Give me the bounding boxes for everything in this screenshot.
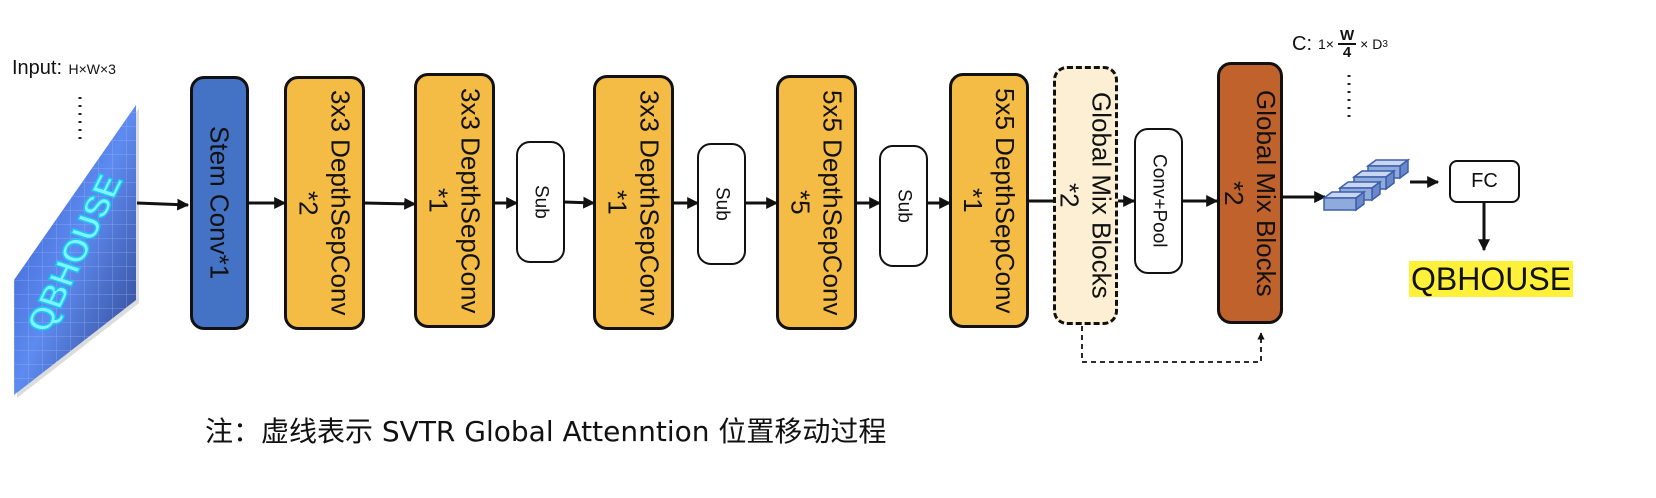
output-text: QBHOUSE <box>1409 261 1574 297</box>
arrow-ds1-ds2 <box>363 197 417 210</box>
global-mix-block: Global Mix Blocks *2 <box>1217 62 1283 324</box>
fraction: W 4 <box>1337 27 1357 61</box>
sub-block-3: Sub <box>879 145 928 267</box>
input-image: QBHOUSE <box>14 105 139 398</box>
arrow-input-stem <box>136 198 190 211</box>
sub-block-1: Sub <box>516 141 565 263</box>
sub-block-2: Sub <box>697 143 746 265</box>
stem-conv-block: Stem Conv*1 <box>190 76 249 330</box>
input-label: Input: H×W×3 <box>12 57 116 79</box>
depthsep-block-2: 3x3 DepthSepConv *1 <box>414 73 495 328</box>
conv-pool-block: Conv+Pool <box>1134 128 1183 274</box>
arrow-sub1-ds3 <box>563 196 596 209</box>
depthsep-block-1: 3x3 DepthSepConv *2 <box>284 76 365 330</box>
global-mix-block-dashed: Global Mix Blocks *2 <box>1053 66 1118 325</box>
depthsep-block-4: 5x5 DepthSepConv *5 <box>776 75 857 330</box>
input-shape: H×W×3 <box>68 61 116 77</box>
footnote: 注：虚线表示 SVTR Global Attenntion 位置移动过程 <box>205 415 887 448</box>
dashed-move-path <box>1081 326 1265 363</box>
depthsep-block-3: 3x3 DepthSepConv *1 <box>593 75 674 330</box>
depthsep-block-5: 5x5 DepthSepConv *1 <box>949 73 1029 328</box>
output-tensor-icon <box>1321 158 1411 212</box>
fc-block: FC <box>1449 160 1520 203</box>
